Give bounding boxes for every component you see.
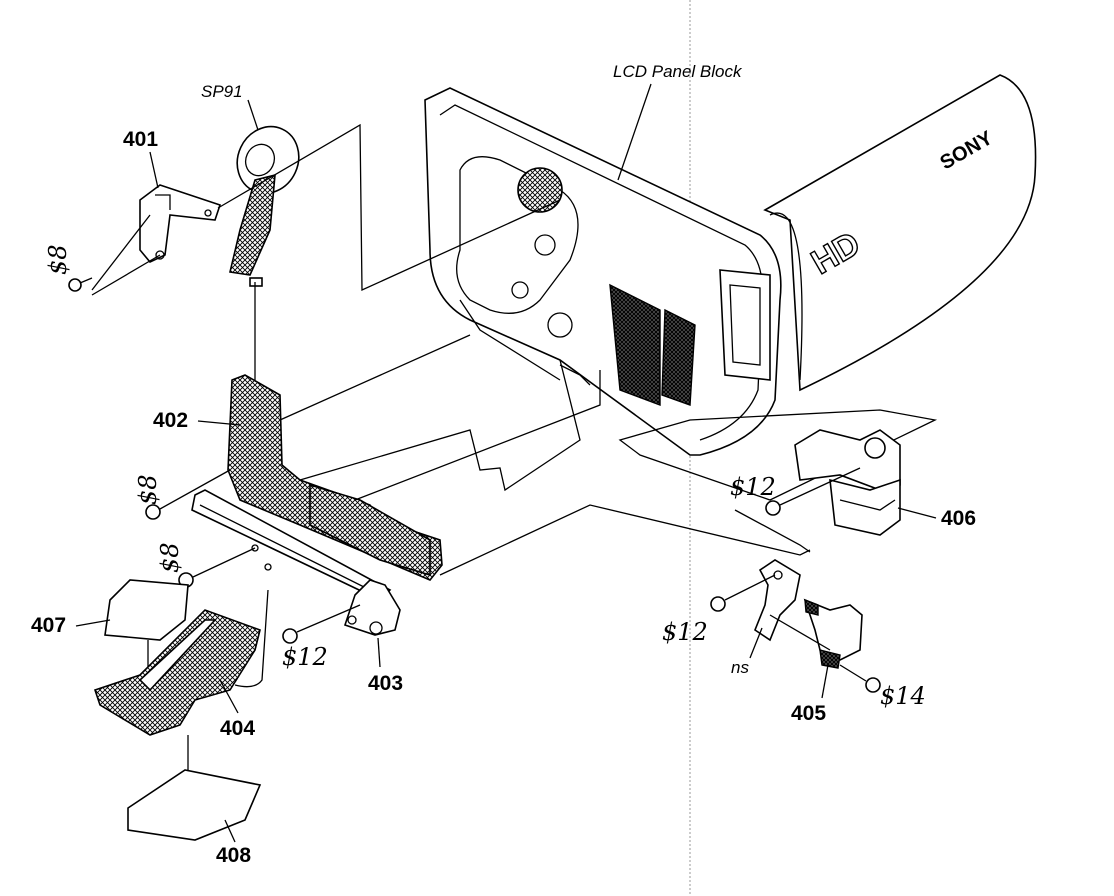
part-401-bracket [139,184,222,263]
part-ns-label: ns [731,658,749,677]
screw-s14-label: $14 [880,682,926,710]
leader-lcd-panel-block [617,83,652,181]
screw-s12-a-label: $12 [282,643,328,671]
part-404-label: 404 [220,717,255,740]
part-404-shield [93,609,261,736]
screw-s12-b-label: $12 [730,473,776,501]
part-407-label: 407 [31,614,66,637]
screw-s12-c [710,574,776,612]
part-sp91-label: SP91 [201,82,243,101]
part-405-hinge [803,598,863,669]
screw-s8-a [68,277,93,292]
part-sp91-speaker [229,125,300,287]
lcd-panel-block-label: LCD Panel Block [613,62,743,81]
part-408-sheet [127,769,262,841]
part-401-label: 401 [123,128,158,151]
part-408-label: 408 [216,844,251,867]
part-403-label: 403 [368,672,403,695]
part-406-cover [794,429,901,536]
lcd-panel-block: SONY HD [424,74,1037,456]
screw-s14 [839,664,881,693]
flex-board [609,283,661,407]
screw-s8-b [145,469,231,520]
part-405-label: 405 [791,702,826,725]
screw-s8-c-label: $8 [156,542,184,573]
part-403-bracket [343,579,401,636]
part-407-sheet [104,579,189,641]
part-406-label: 406 [941,507,976,530]
part-402-shield [227,374,443,581]
screw-s12-a [282,604,361,644]
screw-s8-b-label: $8 [134,474,162,505]
screw-s8-c [178,547,256,588]
camera-body-shell [763,74,1037,392]
screw-s8-a-label: $8 [44,244,72,275]
part-402-label: 402 [153,409,188,432]
screw-s12-c-label: $12 [662,618,708,646]
screw-s12-b [765,467,861,516]
